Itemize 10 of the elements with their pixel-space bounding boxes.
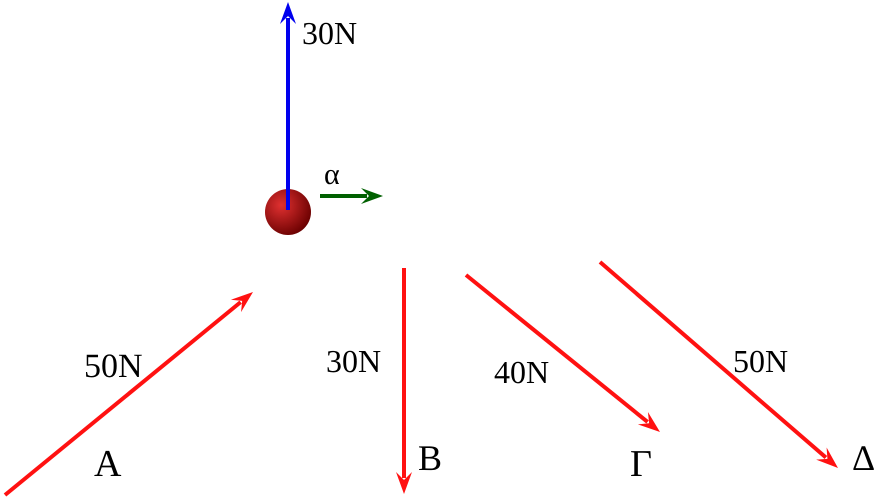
force-label: 50N xyxy=(84,350,143,384)
force-label: Γ xyxy=(630,445,652,483)
force-label: Δ xyxy=(852,440,876,476)
force-label: 30N xyxy=(326,345,382,377)
force-label: α xyxy=(324,160,340,190)
force-label: 30N xyxy=(302,17,358,49)
force-label: B xyxy=(418,440,442,476)
force-label: 50N xyxy=(733,345,788,377)
force-label: A xyxy=(94,445,122,483)
force-label: 40N xyxy=(494,356,550,388)
